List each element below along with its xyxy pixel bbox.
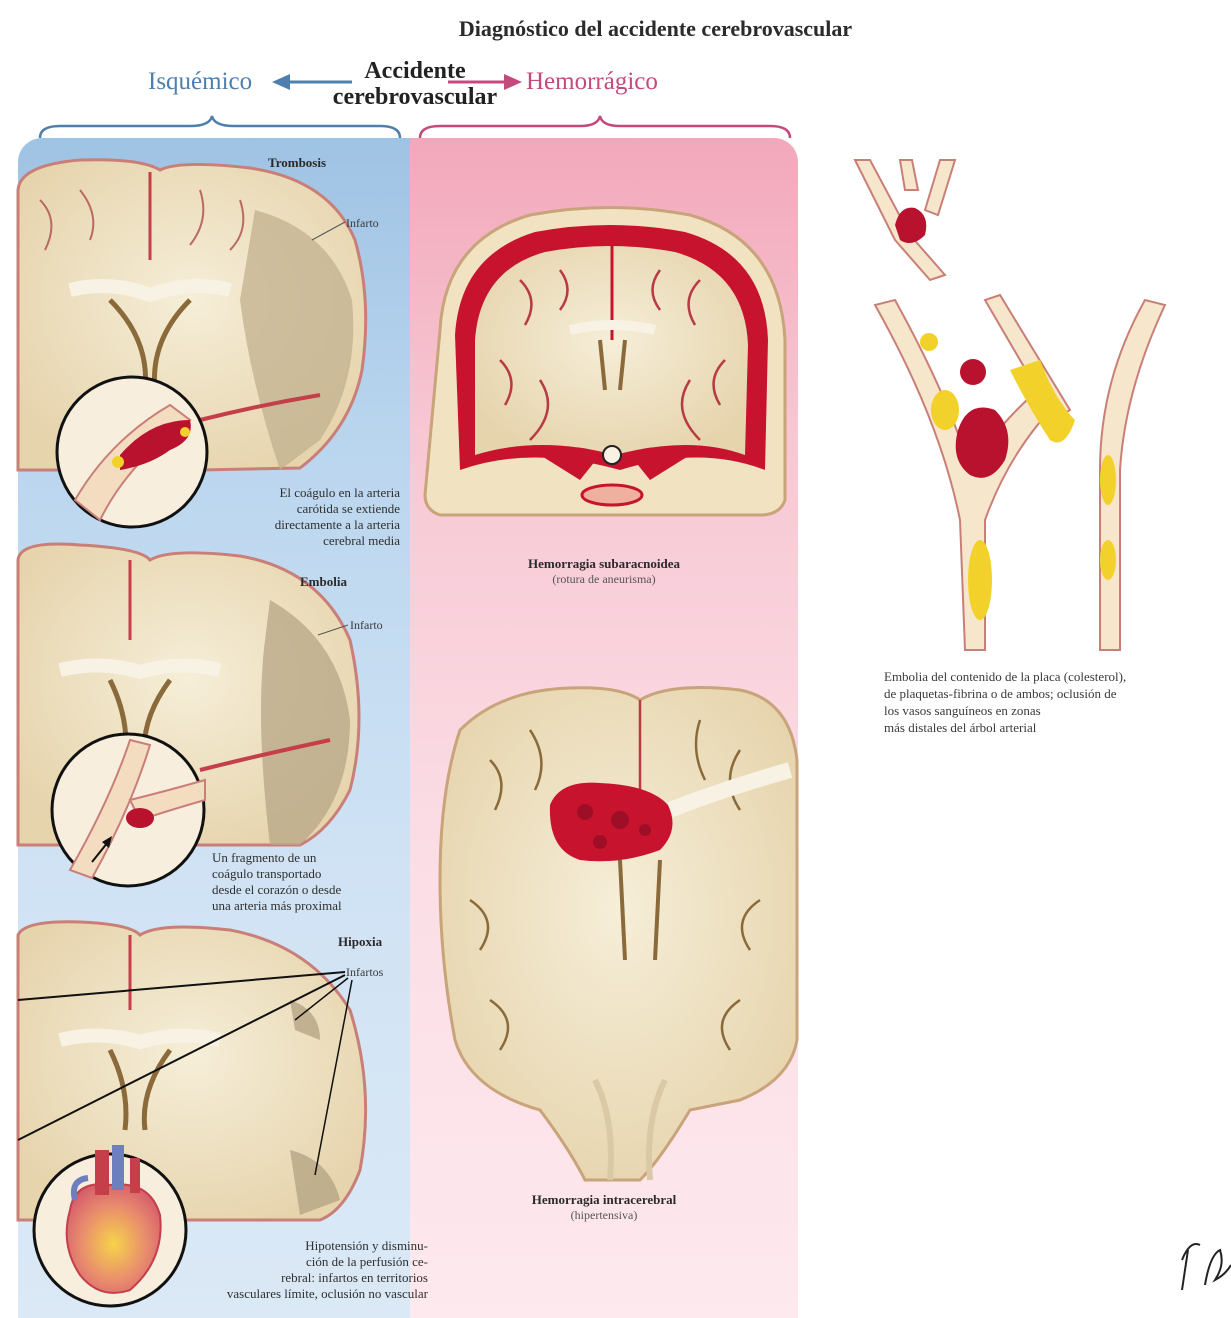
subarachnoid-subtitle: (rotura de aneurisma) bbox=[410, 572, 798, 587]
embolism-caption: Un fragmento de un coágulo transportado … bbox=[212, 850, 402, 914]
hypoxia-infarcts-label: Infartos bbox=[346, 965, 383, 980]
stroke-label: Accidente cerebrovascular bbox=[300, 58, 530, 110]
intracerebral-subtitle: (hipertensiva) bbox=[410, 1208, 798, 1223]
intracerebral-title: Hemorragia intracerebral bbox=[410, 1192, 798, 1208]
embolism-infarct-label: Infarto bbox=[350, 618, 383, 633]
thrombosis-infarct-label: Infarto bbox=[346, 216, 379, 231]
embolism-caption-line: una arteria más proximal bbox=[212, 898, 402, 914]
ischemic-label: Isquémico bbox=[148, 68, 252, 96]
page-title: Diagnóstico del accidente cerebrovascula… bbox=[0, 16, 1231, 42]
subarachnoid-brain bbox=[425, 208, 785, 516]
thrombosis-caption-line: carótida se extiende bbox=[200, 501, 400, 517]
hemorrhagic-label: Hemorrágico bbox=[526, 68, 658, 96]
subarachnoid-title: Hemorragia subaracnoidea bbox=[410, 556, 798, 572]
embolism-inset bbox=[52, 734, 205, 886]
embolism-plaque-caption-line: los vasos sanguíneos en zonas bbox=[884, 702, 1224, 719]
embolus-vessel-top bbox=[855, 160, 955, 280]
embolism-title: Embolia bbox=[300, 574, 347, 590]
embolism-caption-line: Un fragmento de un bbox=[212, 850, 402, 866]
thrombosis-caption-line: directamente a la arteria bbox=[200, 517, 400, 533]
intracerebral-caption: Hemorragia intracerebral (hipertensiva) bbox=[410, 1192, 798, 1223]
signature-mark bbox=[1182, 1244, 1231, 1290]
embolism-plaque-caption-line: Embolia del contenido de la placa (coles… bbox=[884, 668, 1224, 685]
thrombosis-title: Trombosis bbox=[268, 155, 326, 171]
thrombosis-caption-line: El coágulo en la arteria bbox=[200, 485, 400, 501]
embolism-plaque-caption: Embolia del contenido de la placa (coles… bbox=[884, 668, 1224, 736]
hypoxia-caption-line: ción de la perfusión ce- bbox=[178, 1254, 428, 1270]
embolism-plaque-caption-line: de plaquetas-fibrina o de ambos; oclusió… bbox=[884, 685, 1224, 702]
embolism-plaque-caption-line: más distales del árbol arterial bbox=[884, 719, 1224, 736]
embolus-vessel-main bbox=[875, 295, 1165, 650]
hypoxia-title: Hipoxia bbox=[338, 934, 382, 950]
hypoxia-caption-line: Hipotensión y disminu- bbox=[178, 1238, 428, 1254]
embolism-caption-line: coágulo transportado bbox=[212, 866, 402, 882]
intracerebral-brain bbox=[440, 688, 797, 1180]
thrombosis-caption-line: cerebral media bbox=[200, 533, 400, 549]
subarachnoid-caption: Hemorragia subaracnoidea (rotura de aneu… bbox=[410, 556, 798, 587]
thrombosis-caption: El coágulo en la arteria carótida se ext… bbox=[200, 485, 400, 549]
hypoxia-caption-line: rebral: infartos en territorios bbox=[178, 1270, 428, 1286]
stroke-label-line2: cerebrovascular bbox=[300, 84, 530, 110]
hypoxia-caption: Hipotensión y disminu- ción de la perfus… bbox=[178, 1238, 428, 1302]
stroke-label-line1: Accidente bbox=[300, 58, 530, 84]
embolism-caption-line: desde el corazón o desde bbox=[212, 882, 402, 898]
hypoxia-caption-line: vasculares límite, oclusión no vascular bbox=[178, 1286, 428, 1302]
thrombosis-inset bbox=[57, 377, 207, 527]
